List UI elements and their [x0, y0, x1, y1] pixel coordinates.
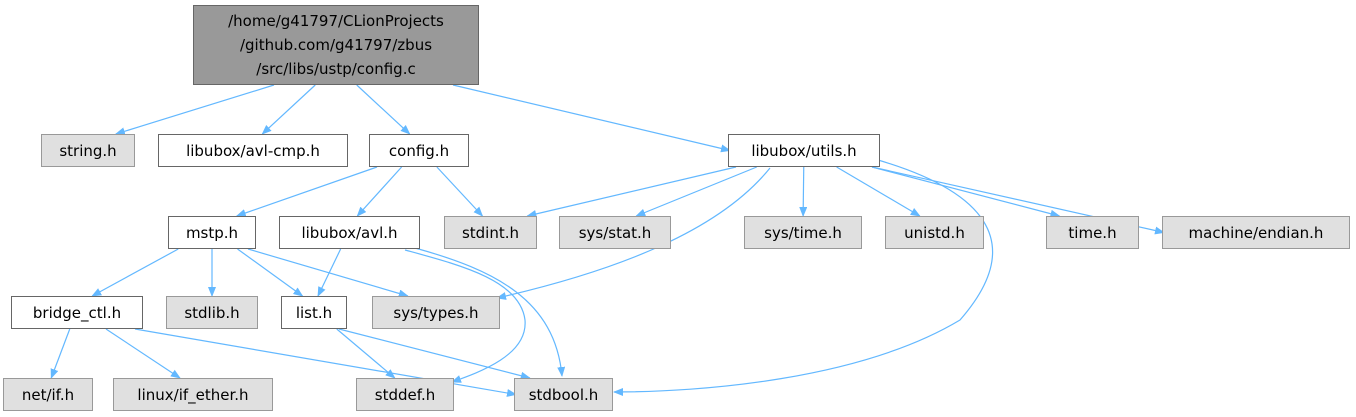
node-label: sys/time.h: [764, 223, 842, 242]
edge-root-to-string: [114, 84, 275, 136]
node-time: time.h: [1046, 216, 1139, 249]
node-string: string.h: [41, 134, 135, 167]
edge-avl-to-list: [317, 248, 342, 297]
edge-config-to-avl: [356, 166, 403, 217]
node-endian: machine/endian.h: [1162, 216, 1350, 249]
edge-utils-to-time: [871, 166, 1061, 218]
node-label: linux/if_ether.h: [137, 385, 249, 404]
edge-avl-to-stdbool: [414, 247, 566, 377]
node-utils[interactable]: libubox/utils.h: [728, 134, 880, 167]
node-label: stdint.h: [461, 223, 520, 242]
node-label: stddef.h: [374, 385, 436, 404]
node-label: time.h: [1068, 223, 1117, 242]
node-systypes: sys/types.h: [372, 296, 500, 329]
node-label: sys/stat.h: [578, 223, 652, 242]
edge-config-to-stdint: [436, 166, 484, 217]
edge-mstp-to-bridgectl: [91, 248, 179, 297]
edge-avl-to-stddef: [404, 249, 526, 383]
edge-utils-to-stdint: [526, 166, 737, 218]
node-label: machine/endian.h: [1188, 223, 1324, 242]
node-avlcmp[interactable]: libubox/avl-cmp.h: [158, 134, 348, 167]
node-bridgectl[interactable]: bridge_ctl.h: [11, 296, 143, 329]
edge-root-to-avlcmp: [261, 84, 316, 135]
node-label: bridge_ctl.h: [32, 303, 122, 322]
node-label: libubox/avl-cmp.h: [186, 141, 320, 160]
node-label: string.h: [59, 141, 117, 160]
edge-mstp-to-list: [237, 248, 304, 297]
node-label: stdlib.h: [184, 303, 240, 322]
node-label: unistd.h: [904, 223, 965, 242]
node-avl[interactable]: libubox/avl.h: [279, 216, 420, 249]
edge-utils-to-systime: [799, 166, 808, 217]
node-sysstat: sys/stat.h: [559, 216, 671, 249]
node-stdlib: stdlib.h: [166, 296, 258, 329]
node-label: net/if.h: [21, 385, 75, 404]
edge-utils-to-unistd: [836, 166, 921, 217]
edge-bridgectl-to-netif: [50, 328, 71, 379]
edge-root-to-config: [356, 84, 411, 135]
node-systime: sys/time.h: [744, 216, 862, 249]
node-label: libubox/avl.h: [301, 223, 398, 242]
node-stdbool: stdbool.h: [514, 378, 613, 411]
edge-list-to-stddef: [336, 328, 396, 379]
node-label: sys/types.h: [393, 303, 479, 322]
node-label: /home/g41797/CLionProjects /github.com/g…: [228, 12, 444, 78]
edge-utils-to-sysstat: [635, 166, 757, 217]
node-mstp[interactable]: mstp.h: [168, 216, 256, 249]
edge-utils-to-stdbool: [613, 159, 993, 396]
node-label: list.h: [295, 303, 333, 322]
node-label: stdbool.h: [528, 385, 599, 404]
edge-root-to-utils: [452, 84, 731, 153]
edge-bridgectl-to-ifether: [105, 328, 181, 379]
edge-mstp-to-systypes: [247, 248, 409, 298]
node-unistd: unistd.h: [885, 216, 984, 249]
node-root[interactable]: /home/g41797/CLionProjects /github.com/g…: [193, 5, 479, 85]
edge-list-to-stdbool: [338, 328, 531, 380]
node-label: libubox/utils.h: [751, 141, 857, 160]
node-config[interactable]: config.h: [369, 134, 469, 167]
node-label: mstp.h: [185, 223, 239, 242]
node-netif: net/if.h: [3, 378, 93, 411]
edge-config-to-mstp: [235, 166, 378, 217]
node-stdint: stdint.h: [444, 216, 537, 249]
node-stddef: stddef.h: [356, 378, 454, 411]
node-ifether: linux/if_ether.h: [113, 378, 273, 411]
node-list[interactable]: list.h: [281, 296, 347, 329]
node-label: config.h: [388, 141, 450, 160]
